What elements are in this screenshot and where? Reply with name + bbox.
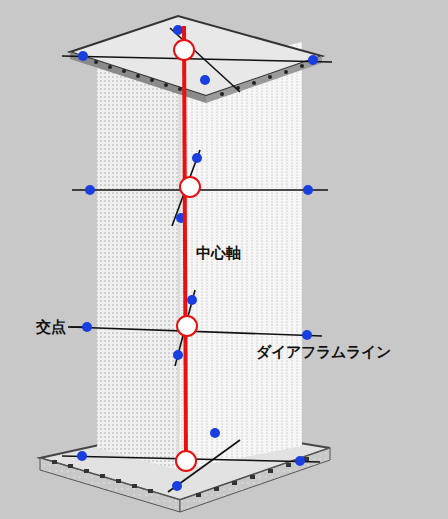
diaphragm-lines [62,28,332,492]
intersection-label: 交点 [36,318,66,336]
column-left-face [97,48,180,470]
leader-line [68,326,83,328]
top-bolts [80,56,304,96]
diaphragm-line-label: ダイアフラムライン [256,343,391,361]
top-plate [70,16,322,96]
central-axis [184,26,186,466]
column-right-face [178,42,302,470]
axis-label: 中心軸 [196,244,241,262]
intersection-points [77,25,318,491]
